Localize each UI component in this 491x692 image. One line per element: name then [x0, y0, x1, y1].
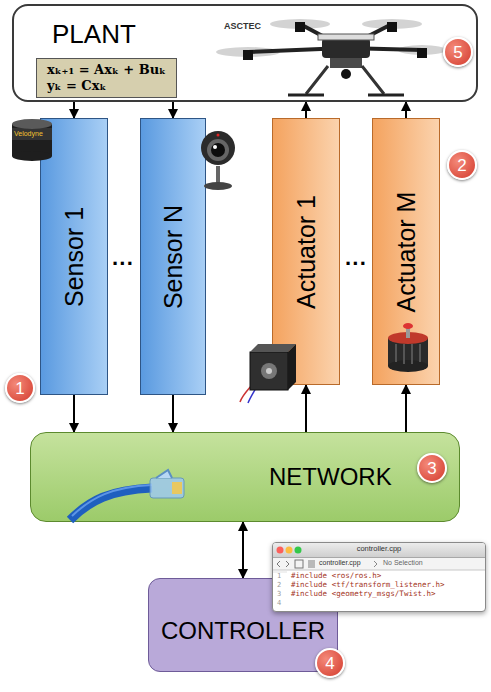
callout-number: 3	[427, 460, 436, 477]
file-name: controller.cpp	[319, 559, 361, 567]
network-box: NETWORK	[30, 432, 460, 522]
arrow-connector	[242, 522, 244, 578]
node-label: Actuator M	[392, 191, 421, 312]
sensor-box: Sensor N	[140, 118, 206, 395]
webcam-icon	[201, 131, 235, 190]
arrow-connector	[305, 385, 307, 432]
callout-circle: 1	[5, 373, 35, 403]
drone-illustration	[216, 19, 446, 95]
line-number: 4	[277, 600, 281, 608]
brushless-motor-icon	[388, 323, 428, 372]
code-line: #include <ros/ros.h>	[291, 572, 381, 580]
code-window: controller.cpp controller.cpp No Selection…	[272, 542, 486, 612]
callout-number: 1	[15, 380, 24, 397]
brand-text: ASCTEC	[222, 22, 263, 32]
arrow-connector	[172, 395, 174, 432]
code-line: #include <geometry_msgs/Twist.h>	[291, 590, 436, 598]
node-title: PLANT	[52, 20, 136, 50]
callout-number: 2	[457, 157, 466, 174]
callout-circle: 3	[417, 453, 447, 483]
ethernet-cable-icon	[70, 470, 184, 520]
arrow-connector	[172, 102, 174, 118]
arrow-connector	[405, 385, 407, 432]
code-line: #include <tf/transform_listener.h>	[291, 581, 445, 589]
brand-text: Velodyne	[14, 130, 43, 138]
arrow-connector	[305, 102, 307, 118]
ellipsis: ···	[112, 252, 134, 276]
window-title: controller.cpp	[357, 545, 402, 553]
callout-circle: 2	[447, 150, 477, 180]
ellipsis: ···	[345, 252, 367, 276]
node-label: Actuator 1	[292, 195, 321, 309]
node-label: Sensor N	[159, 204, 188, 308]
callout-circle: 5	[443, 37, 473, 67]
node-label: Sensor 1	[60, 206, 89, 306]
sensor-box: Sensor 1	[40, 118, 108, 395]
arrow-connector	[73, 395, 75, 432]
node-label: CONTROLLER	[161, 617, 325, 645]
line-number: 2	[277, 582, 281, 590]
lidar-icon	[12, 119, 52, 161]
node-label: NETWORK	[269, 463, 392, 491]
arrow-connector	[405, 102, 407, 118]
equation-text: xₖ₊₁ = Axₖ + Buₖ	[47, 62, 166, 78]
callout-number: 4	[325, 655, 334, 672]
equation-box: xₖ₊₁ = Axₖ + Buₖyₖ = Cxₖ	[36, 58, 177, 98]
breadcrumb: No Selection	[383, 559, 423, 567]
stepper-motor-icon	[240, 344, 296, 403]
line-number: 1	[277, 573, 281, 581]
callout-circle: 4	[315, 648, 345, 678]
equation-text: yₖ = Cxₖ	[47, 78, 166, 94]
callout-number: 5	[453, 44, 462, 61]
line-number: 3	[277, 591, 281, 599]
arrow-connector	[73, 102, 75, 118]
